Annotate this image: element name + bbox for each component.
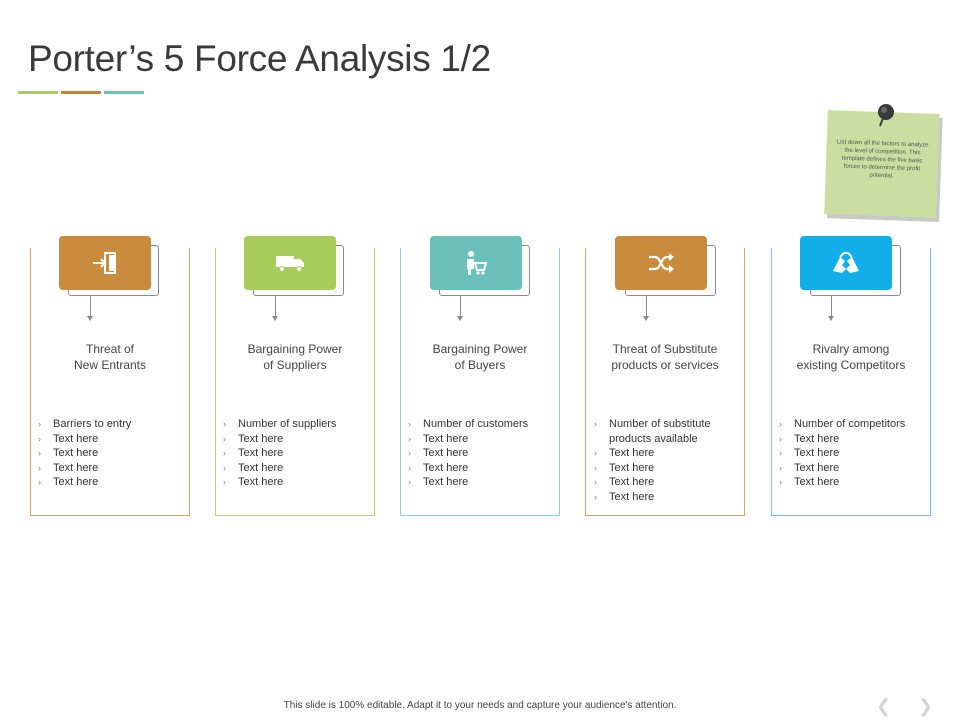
force-title-line1: Bargaining Power [432, 342, 528, 356]
force-title-line2: of Buyers [454, 358, 506, 372]
force-title: Bargaining Power of Buyers [400, 341, 560, 373]
arrow-line [90, 296, 91, 318]
footer-note: This slide is 100% editable. Adapt it to… [283, 700, 677, 711]
arrow-line [831, 296, 832, 318]
arrow-line [275, 296, 276, 318]
list-item: Text here [223, 432, 363, 447]
force-title: Rivalry among existing Competitors [771, 341, 931, 373]
previous-slide-icon[interactable]: ❮ [876, 696, 892, 716]
arrow-head [457, 316, 463, 321]
list-item: Text here [38, 446, 178, 461]
pushpin-icon [874, 102, 896, 133]
force-title-line1: Threat of Substitute [612, 342, 718, 356]
sticky-note-text: List down all the factors to analyze the… [836, 139, 929, 180]
list-item: Text here [594, 446, 734, 461]
list-item: Text here [408, 446, 548, 461]
list-item: Text here [223, 475, 363, 490]
force-title-line2: of Suppliers [263, 358, 327, 372]
force-factor-list: Number of substitute products available … [594, 417, 734, 504]
list-item: Text here [779, 461, 919, 476]
force-factor-list: Number of suppliers Text here Text here … [223, 417, 363, 490]
clasped-hands-icon [833, 252, 859, 273]
list-item: Text here [223, 461, 363, 476]
force-title-line1: Rivalry among [812, 342, 890, 356]
list-item: Text here [779, 475, 919, 490]
arrow-line [646, 296, 647, 318]
list-item: Number of suppliers [223, 417, 363, 432]
arrow-head [272, 316, 278, 321]
list-item: Text here [594, 475, 734, 490]
enter-door-icon [93, 252, 116, 274]
list-item: Text here [38, 432, 178, 447]
arrow-head [643, 316, 649, 321]
shopper-cart-icon [467, 251, 488, 275]
list-item: Text here [779, 432, 919, 447]
list-item: Text here [408, 475, 548, 490]
title-underline-teal [104, 91, 144, 94]
force-title-line1: Threat of [85, 342, 135, 356]
force-title-line1: Bargaining Power [247, 342, 343, 356]
delivery-truck-icon [276, 256, 304, 272]
list-item: Text here [594, 490, 734, 505]
force-card-substitutes [585, 248, 745, 516]
list-item: Number of competitors [779, 417, 919, 432]
force-card-new-entrants [30, 248, 190, 516]
force-card-buyers [400, 248, 560, 516]
force-title: Threat of New Entrants [30, 341, 190, 373]
force-icon-box [430, 236, 522, 290]
list-item: Barriers to entry [38, 417, 178, 432]
force-factor-list: Number of competitors Text here Text her… [779, 417, 919, 490]
force-title-line2: products or services [611, 358, 719, 372]
force-factor-list: Barriers to entry Text here Text here Te… [38, 417, 178, 490]
force-icon-box [615, 236, 707, 290]
list-item: Text here [38, 461, 178, 476]
force-icon-box [59, 236, 151, 290]
list-item: Text here [223, 446, 363, 461]
list-item: Number of substitute products available [594, 417, 734, 446]
force-factor-list: Number of customers Text here Text here … [408, 417, 548, 490]
force-icon-box [244, 236, 336, 290]
force-title-line2: existing Competitors [796, 358, 906, 372]
list-item: Text here [38, 475, 178, 490]
arrow-head [87, 316, 93, 321]
list-item: Text here [408, 461, 548, 476]
next-slide-icon[interactable]: ❯ [918, 696, 934, 716]
shuffle-icon [649, 253, 674, 273]
force-title-line2: New Entrants [73, 358, 147, 372]
title-underline-green [18, 91, 58, 94]
force-icon-box [800, 236, 892, 290]
arrow-line [460, 296, 461, 318]
list-item: Text here [408, 432, 548, 447]
force-card-rivalry [771, 248, 931, 516]
force-card-suppliers [215, 248, 375, 516]
slide-title: Porter’s 5 Force Analysis 1/2 [28, 38, 491, 79]
force-title: Bargaining Power of Suppliers [215, 341, 375, 373]
list-item: Text here [779, 446, 919, 461]
list-item: Number of customers [408, 417, 548, 432]
list-item: Text here [594, 461, 734, 476]
title-underline-brown [61, 91, 101, 94]
force-title: Threat of Substitute products or service… [585, 341, 745, 373]
arrow-head [828, 316, 834, 321]
